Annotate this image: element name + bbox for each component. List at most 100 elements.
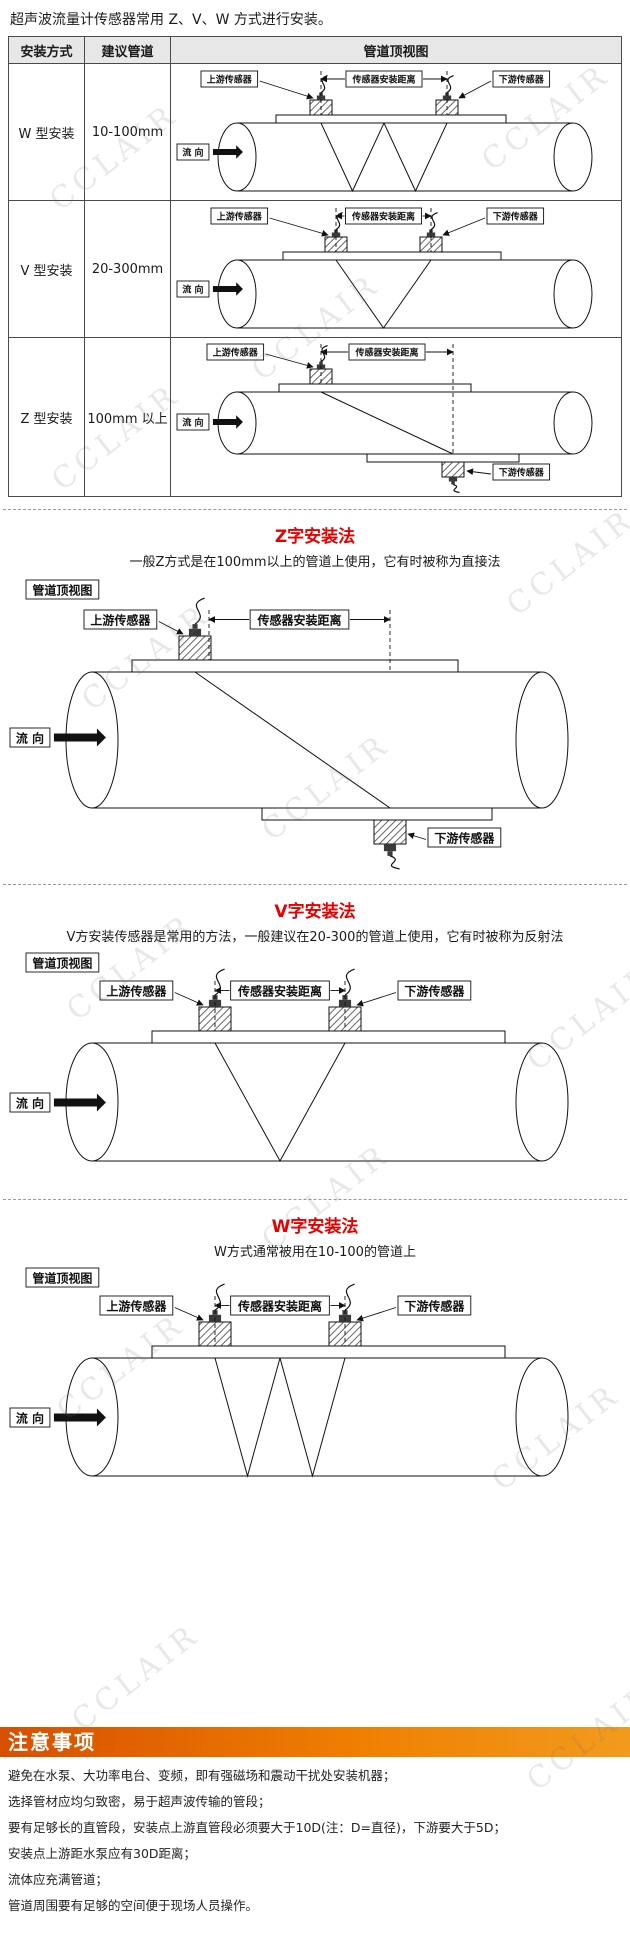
pipe-end-ellipse (515, 671, 569, 809)
sensor-rail (282, 251, 502, 261)
table-row-z: Z 型安装 100mm 以上 上游传感器下游传感器传感器安装距离流 向 (8, 337, 622, 497)
note-item: 流体应充满管道； (8, 1872, 109, 1887)
leader-arrow (407, 832, 427, 840)
flow-direction-label-box (176, 143, 210, 161)
install-distance-label-box (348, 343, 426, 361)
upstream-sensor-label: 上游传感器 (90, 613, 151, 628)
v-pipe-cell: 20-300mm (84, 200, 171, 338)
table-row-v: V 型安装 20-300mm 上游传感器下游传感器传感器安装距离流 向 (8, 200, 622, 338)
flow-direction-label-box (176, 280, 210, 298)
sensor-cable (320, 345, 328, 363)
flow-arrow (53, 728, 106, 747)
sensor-block (178, 635, 212, 661)
v-install-top-view-diagram: 上游传感器下游传感器传感器安装距离流 向 (171, 203, 621, 335)
upstream-sensor-label-box (206, 343, 265, 361)
upstream-sensor-label-box (210, 207, 269, 225)
top-view-label-box (25, 952, 100, 973)
dashed-divider (3, 509, 627, 510)
sensor-rail (131, 659, 459, 673)
install-distance-label: 传感器安装距离 (237, 1299, 322, 1314)
flow-direction-label-box (9, 727, 51, 748)
upstream-sensor-label-box (99, 1295, 174, 1316)
z-install-diagram-large: 管道顶视图上游传感器下游传感器传感器安装距离流 向 (0, 572, 630, 872)
sensor-cable (344, 968, 355, 996)
dashed-divider (3, 1199, 627, 1200)
w-method-section: W字安装法 W方式通常被用在10-100的管道上 管道顶视图上游传感器下游传感器… (0, 1212, 630, 1502)
install-distance-label: 传感器安装距离 (354, 347, 418, 359)
sensor-connector-nub (387, 851, 393, 856)
install-distance-label: 传感器安装距离 (237, 984, 322, 999)
leader-arrow (259, 80, 314, 100)
note-item: 管道周围要有足够的空间便于现场人员操作。 (8, 1898, 259, 1913)
install-distance-label-box (249, 609, 350, 630)
downstream-sensor-label: 下游传感器 (434, 831, 495, 846)
w-method-cell: W 型安装 (8, 63, 85, 201)
sensor-rail (151, 1345, 506, 1359)
leader-arrow (174, 1307, 204, 1321)
downstream-sensor-label: 下游传感器 (404, 984, 465, 999)
sensor-connector (448, 477, 458, 482)
diag-w-small-svg: 上游传感器下游传感器传感器安装距离流 向 (176, 70, 593, 193)
note-item: 要有足够长的直管段，安装点上游直管段必须要大于10D(注：D=直径)，下游要大于… (8, 1820, 506, 1835)
dashed-divider (3, 884, 627, 885)
downstream-sensor-label: 下游传感器 (404, 1299, 465, 1314)
sensor-rail (278, 383, 472, 393)
flow-arrow (212, 282, 243, 296)
leader-arrow (269, 217, 329, 237)
z-method-section: Z字安装法 一般Z方式是在100mm以上的管道上使用，它有时被称为直接法 管道顶… (0, 522, 630, 872)
install-distance-label-box (345, 70, 423, 88)
top-view-label-box (25, 579, 100, 600)
downstream-sensor-label-box (397, 1295, 472, 1316)
flow-direction-label: 流 向 (182, 147, 203, 159)
flow-direction-label: 流 向 (16, 1096, 44, 1111)
leader-arrow (458, 80, 492, 99)
leader-arrow (158, 621, 184, 635)
upstream-sensor-label-box (200, 70, 259, 88)
sensor-cable (430, 212, 438, 231)
v-section-desc: V方安装传感器是常用的方法，一般建议在20-300的管道上使用，它有时被称为反射… (66, 930, 564, 945)
table-row-w: W 型安装 10-100mm 上游传感器下游传感器传感器安装距离流 向 (8, 63, 622, 201)
w-section-title: W字安装法 (271, 1217, 359, 1237)
sensor-connector (188, 628, 202, 636)
leader-arrow (466, 468, 492, 476)
sensor-cable (214, 1283, 225, 1311)
upstream-sensor-label-box (83, 609, 158, 630)
sound-path (335, 259, 432, 329)
upstream-sensor-label: 上游传感器 (106, 984, 167, 999)
sensor-cable (320, 75, 328, 94)
downstream-sensor-label-box (397, 980, 472, 1001)
downstream-sensor-label-box (492, 70, 551, 88)
notes-section: 注意事项 避免在水泵、大功率电台、变频，即有强磁场和震动干扰处安装机器；选择管材… (0, 1727, 630, 1927)
downstream-sensor-label-box (492, 463, 551, 481)
flow-arrow (53, 1408, 106, 1427)
upstream-sensor-label: 上游传感器 (207, 74, 253, 86)
install-distance-label-box (345, 207, 422, 225)
header-pipe-top-view: 管道顶视图 (170, 36, 622, 64)
sensor-connector-nub (451, 481, 455, 485)
downstream-sensor-label: 下游传感器 (499, 74, 545, 86)
w-section-desc: W方式通常被用在10-100的管道上 (214, 1245, 416, 1260)
v-section-title: V字安装法 (274, 902, 356, 922)
sound-path (320, 391, 454, 455)
sensor-connector-nub (192, 624, 198, 629)
z-pipe-cell: 100mm 以上 (84, 337, 171, 497)
sensor-connector (383, 844, 397, 852)
flow-direction-label-box (9, 1407, 51, 1428)
sensor-block (373, 819, 407, 845)
top-view-label: 管道顶视图 (32, 956, 92, 971)
w-install-diagram-large: 管道顶视图上游传感器下游传感器传感器安装距离流 向 (0, 1262, 630, 1502)
leader-arrow (356, 1307, 397, 1322)
sound-path (214, 1356, 346, 1478)
pipe-end-ellipse (515, 1042, 569, 1162)
table-header-row: 安装方式 建议管道 管道顶视图 (8, 36, 622, 64)
sensor-rail (261, 807, 493, 821)
sound-path (320, 121, 448, 193)
install-distance-label: 传感器安装距离 (256, 613, 341, 628)
z-diagram-cell: 上游传感器下游传感器传感器安装距离流 向 (170, 337, 622, 497)
sensor-connector-nub (319, 361, 323, 365)
note-item: 安装点上游距水泵应有30D距离； (8, 1846, 197, 1861)
